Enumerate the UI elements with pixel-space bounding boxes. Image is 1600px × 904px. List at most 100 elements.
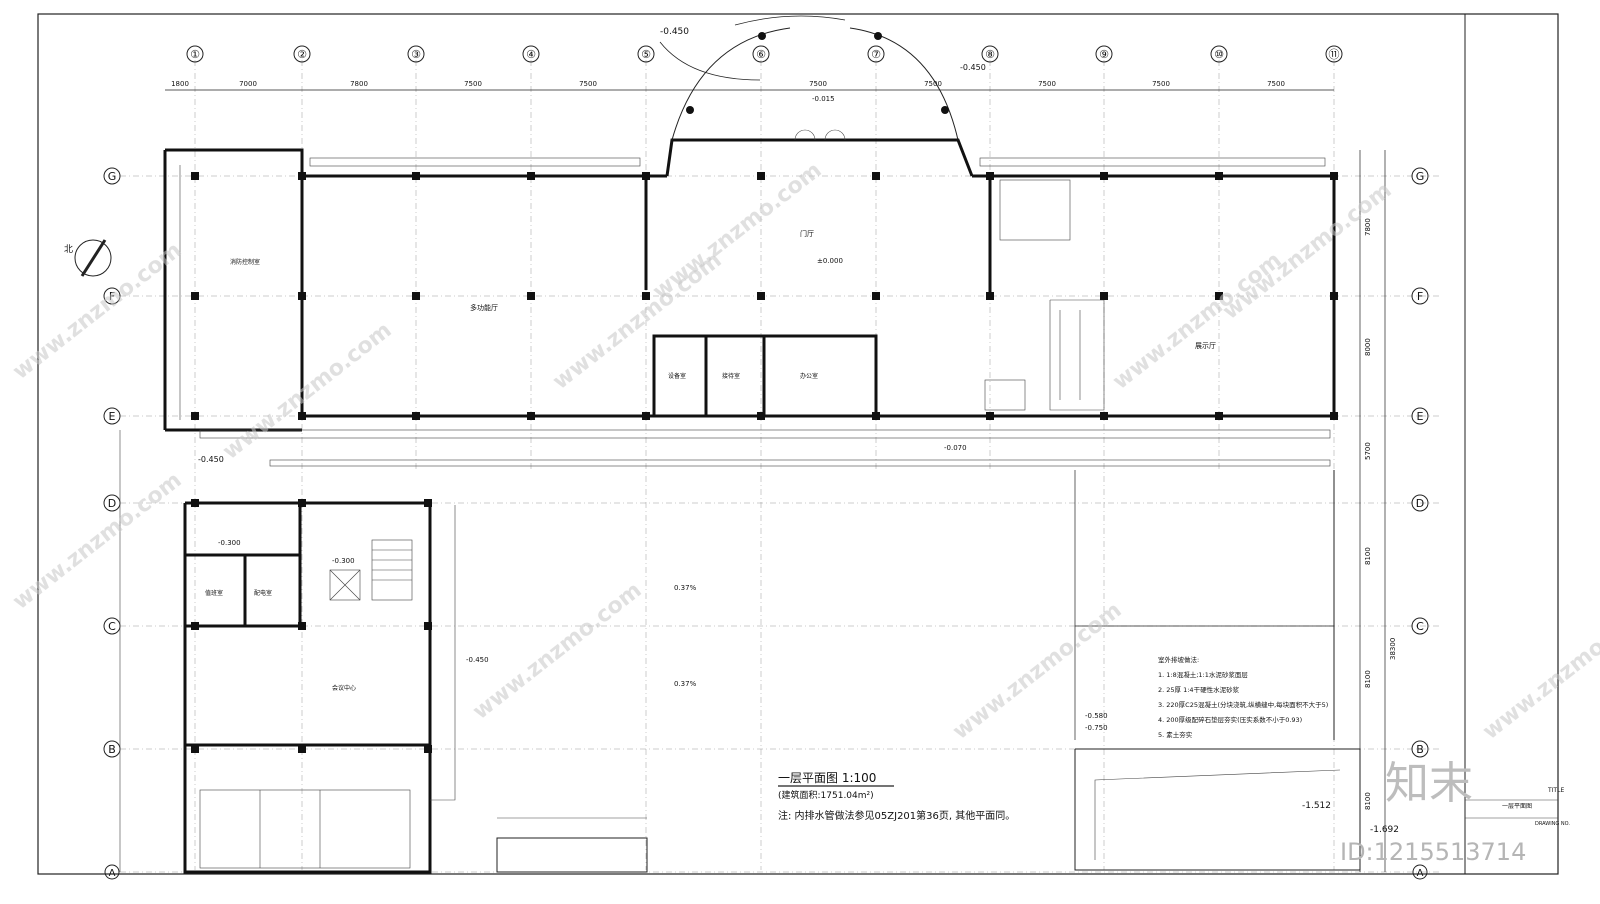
- svg-text:7500: 7500: [924, 80, 942, 88]
- svg-text:办公室: 办公室: [800, 372, 818, 380]
- drawing-title-area: 一层平面图 1:100 (建筑面积:1751.04m²) 注: 内排水管做法参见…: [778, 771, 1015, 822]
- svg-text:室外排坡做法:: 室外排坡做法:: [1158, 655, 1199, 664]
- elevation-labels: -0.450 -0.450 -0.450 -0.015 ±0.000 -0.30…: [198, 27, 1399, 835]
- svg-text:A: A: [109, 868, 116, 879]
- svg-text:D: D: [108, 497, 116, 510]
- axis-bubble: ⑦: [867, 45, 885, 63]
- axis-bubble: A: [1412, 864, 1428, 880]
- svg-text:-0.450: -0.450: [660, 27, 689, 37]
- svg-text:5. 素土夯实: 5. 素土夯实: [1158, 730, 1193, 739]
- svg-text:www.znzmo.com: www.znzmo.com: [948, 598, 1126, 745]
- svg-text:值班室: 值班室: [205, 589, 223, 597]
- svg-text:7500: 7500: [1152, 80, 1170, 88]
- svg-text:C: C: [108, 620, 116, 633]
- upper-block-walls: [163, 138, 1336, 432]
- axis-bubble: B: [1411, 740, 1429, 758]
- svg-text:北: 北: [64, 244, 73, 255]
- axis-bubble: ③: [407, 45, 425, 63]
- svg-text:-0.450: -0.450: [960, 63, 986, 72]
- svg-text:-0.300: -0.300: [332, 557, 355, 565]
- svg-text:0.37%: 0.37%: [674, 680, 697, 688]
- plaza-outlines: [119, 430, 1361, 873]
- entrance-canopy: [659, 15, 959, 141]
- svg-text:8100: 8100: [1364, 547, 1372, 565]
- svg-text:一层平面图: 一层平面图: [1502, 803, 1532, 810]
- svg-text:-0.450: -0.450: [466, 656, 489, 664]
- room-labels: 多功能厅 门厅 展示厅 设备室 接待室 办公室 会议中心 值班室 配电室 消防控…: [205, 229, 1216, 692]
- svg-text:-0.750: -0.750: [1085, 724, 1108, 732]
- svg-text:C: C: [1416, 620, 1424, 633]
- svg-text:D: D: [1416, 497, 1424, 510]
- svg-text:8000: 8000: [1364, 338, 1372, 356]
- svg-text:-0.580: -0.580: [1085, 712, 1108, 720]
- svg-text:-1.692: -1.692: [1370, 825, 1399, 835]
- axis-bubble: ⑨: [1095, 45, 1113, 63]
- top-axis-bubbles: ① ② ③ ④ ⑤ ⑥ ⑦ ⑧ ⑨ ⑩ ⑪: [186, 45, 1343, 63]
- axis-bubble: F: [103, 287, 121, 305]
- axis-bubble: G: [103, 167, 121, 185]
- right-axis-bubbles: G F E D C B A: [1411, 167, 1429, 880]
- svg-text:-1.512: -1.512: [1302, 801, 1331, 811]
- svg-text:F: F: [109, 290, 115, 303]
- lower-left-block-walls: [183, 501, 456, 874]
- svg-text:-0.300: -0.300: [218, 539, 241, 547]
- columns: [191, 172, 1338, 753]
- axis-bubble: ⑩: [1210, 45, 1228, 63]
- svg-text:0.37%: 0.37%: [674, 584, 697, 592]
- axis-bubble: ②: [293, 45, 311, 63]
- svg-text:TITLE: TITLE: [1547, 787, 1564, 794]
- watermark-layer: www.znzmo.com www.znzmo.com www.znzmo.co…: [8, 158, 1600, 745]
- svg-text:多功能厅: 多功能厅: [470, 303, 498, 312]
- svg-text:B: B: [108, 743, 116, 756]
- svg-text:2. 25厚 1:4干硬性水泥砂浆: 2. 25厚 1:4干硬性水泥砂浆: [1158, 685, 1240, 694]
- svg-text:②: ②: [297, 48, 307, 61]
- svg-text:G: G: [108, 170, 117, 183]
- svg-text:www.znzmo.com: www.znzmo.com: [8, 468, 186, 615]
- svg-text:8100: 8100: [1364, 670, 1372, 688]
- axis-bubble: B: [103, 740, 121, 758]
- svg-text:7500: 7500: [579, 80, 597, 88]
- svg-text:⑩: ⑩: [1214, 48, 1224, 61]
- sheet-border: [37, 13, 1559, 875]
- title-block: TITLE 一层平面图 DRAWING NO.: [1465, 787, 1570, 827]
- svg-text:设备室: 设备室: [668, 372, 686, 380]
- svg-text:B: B: [1416, 743, 1424, 756]
- axis-bubble: F: [1411, 287, 1429, 305]
- svg-text:7800: 7800: [350, 80, 368, 88]
- svg-text:⑥: ⑥: [756, 48, 766, 61]
- axis-bubble: C: [103, 617, 121, 635]
- axis-bubble: ⑥: [752, 45, 770, 63]
- svg-text:⑧: ⑧: [985, 48, 995, 61]
- axis-bubble: ⑤: [637, 45, 655, 63]
- axis-bubble: A: [104, 864, 120, 880]
- north-arrow: 北: [64, 239, 112, 277]
- svg-text:3. 220厚C25混凝土(分块浇筑,纵横缝中,每块面积不大: 3. 220厚C25混凝土(分块浇筑,纵横缝中,每块面积不大于5): [1158, 700, 1328, 709]
- svg-text:展示厅: 展示厅: [1195, 342, 1216, 350]
- svg-text:1800: 1800: [171, 80, 189, 88]
- svg-text:7800: 7800: [1364, 218, 1372, 236]
- axis-bubble: G: [1411, 167, 1429, 185]
- svg-text:F: F: [1417, 290, 1423, 303]
- svg-text:门厅: 门厅: [800, 229, 814, 238]
- axis-bubble: D: [1411, 494, 1429, 512]
- watermark-logo: 知末: [1385, 758, 1473, 809]
- svg-text:www.znzmo.com: www.znzmo.com: [1108, 248, 1286, 395]
- window-strips: [199, 157, 1331, 467]
- svg-text:5700: 5700: [1364, 442, 1372, 460]
- svg-text:③: ③: [411, 48, 421, 61]
- svg-text:⑤: ⑤: [641, 48, 651, 61]
- axis-bubble: ④: [522, 45, 540, 63]
- svg-text:38300: 38300: [1389, 638, 1397, 660]
- svg-text:E: E: [109, 410, 116, 423]
- axis-bubble: ⑧: [981, 45, 999, 63]
- watermark-id: ID:1215513714: [1340, 838, 1526, 866]
- svg-text:-0.070: -0.070: [944, 444, 967, 452]
- svg-text:④: ④: [526, 48, 536, 61]
- svg-text:⑨: ⑨: [1099, 48, 1109, 61]
- svg-text:7500: 7500: [1038, 80, 1056, 88]
- svg-text:DRAWING NO.: DRAWING NO.: [1535, 821, 1570, 827]
- paving-legend: 室外排坡做法: 1. 1:8混凝土;1:1水泥砂浆面层 2. 25厚 1:4干硬…: [1158, 655, 1328, 739]
- drawing-area: (建筑面积:1751.04m²): [778, 789, 874, 801]
- svg-text:www.znzmo.com: www.znzmo.com: [8, 238, 186, 385]
